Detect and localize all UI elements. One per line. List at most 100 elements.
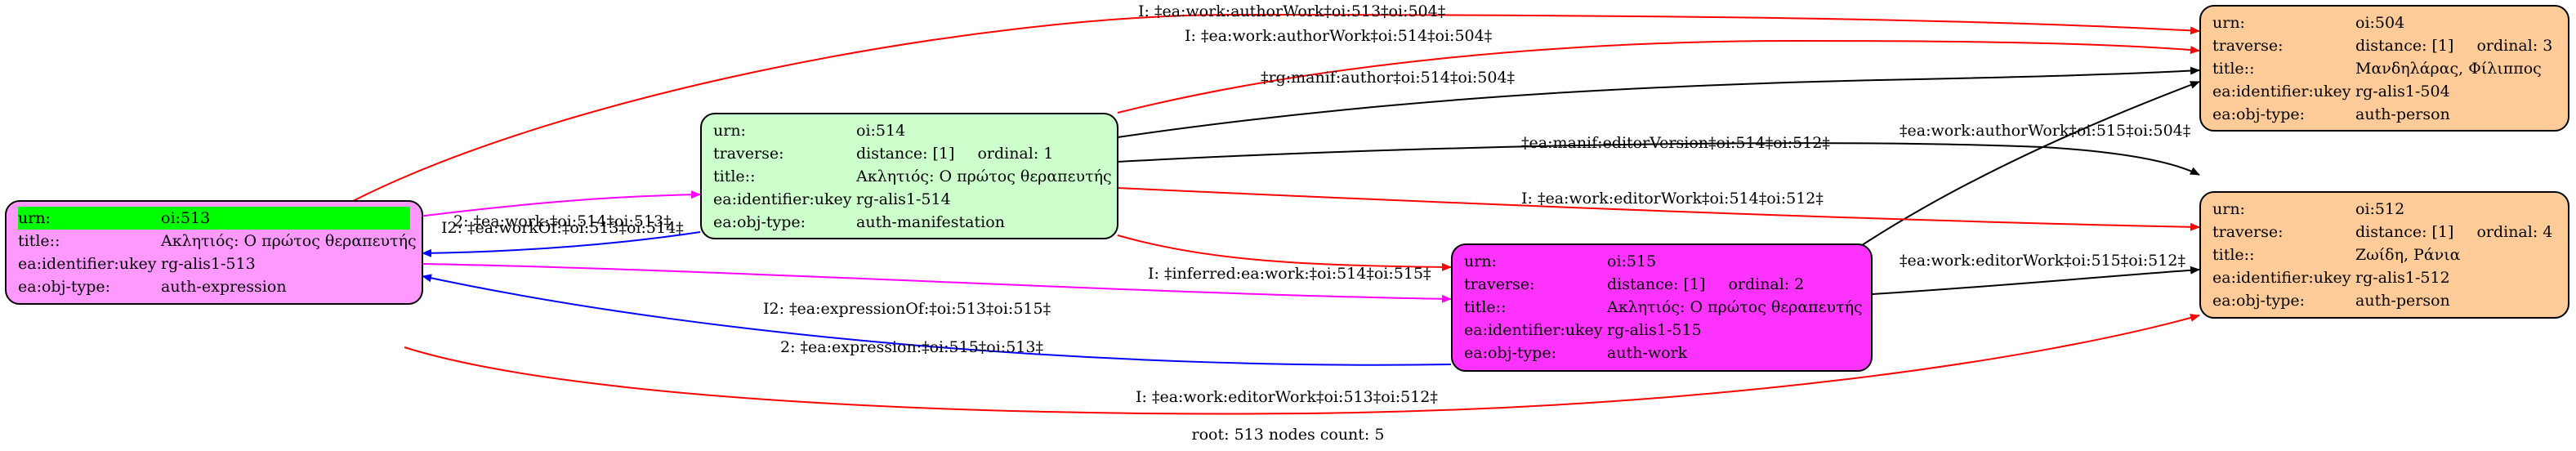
ordinal-value: ordinal: 4 xyxy=(2476,223,2553,241)
ordinal-value: ordinal: 1 xyxy=(977,145,1054,163)
node-512-title-row: title:: Ζωίδη, Ράνια xyxy=(2212,243,2556,266)
type-value: auth-work xyxy=(1607,344,1688,362)
node-oi-512[interactable]: urn: oi:512 traverse: distance: [1] ordin… xyxy=(2199,191,2569,319)
node-oi-504[interactable]: urn: oi:504 traverse: distance: [1]ordin… xyxy=(2199,5,2569,132)
urn-key: urn: xyxy=(18,207,161,230)
node-504-type-row: ea:obj-type: auth-person xyxy=(2212,103,2556,126)
node-513-ident-row: ea:identifier:ukey rg-alis1-513 xyxy=(18,252,410,275)
edge-e7 xyxy=(417,190,701,217)
edge-label-e12: 2: ‡ea:expression:‡oi:515‡oi:513‡ xyxy=(780,338,1043,356)
title-value: Ακλητιός: Ο πρώτος θεραπευτής xyxy=(856,167,1112,185)
edge-e11 xyxy=(422,263,1452,303)
node-515-type-row: ea:obj-type: auth-work xyxy=(1464,342,1859,364)
edge-e4 xyxy=(1117,142,2200,176)
traverse-key: traverse: xyxy=(713,145,784,163)
edge-label-e6: I: ‡ea:work:editorWork‡oi:514‡oi:512‡ xyxy=(1521,190,1824,208)
traverse-key: traverse: xyxy=(2212,223,2284,241)
edge-e2 xyxy=(1117,39,2200,114)
node-513-urn-row: urn: oi:513 xyxy=(18,207,410,230)
ident-key: ea:identifier:ukey xyxy=(2212,83,2351,100)
edge-e6 xyxy=(1117,187,2200,231)
distance-value: distance: [1] xyxy=(856,145,955,163)
title-value: Μανδηλάρας, Φίλιππος xyxy=(2355,60,2542,78)
type-key: ea:obj-type: xyxy=(2212,105,2306,123)
urn-key: urn: xyxy=(713,122,746,140)
title-key: title:: xyxy=(2212,60,2255,78)
node-515-urn-row: urn: oi:515 xyxy=(1464,250,1859,273)
edge-e1 xyxy=(350,13,2200,203)
node-513-title-row: title:: Ακλητιός: Ο πρώτος θεραπευτής xyxy=(18,230,417,252)
node-514-type-row: ea:obj-type: auth-manifestation xyxy=(713,211,1105,234)
title-key: title:: xyxy=(713,167,756,185)
edge-e3 xyxy=(1117,66,2200,138)
urn-value: oi:504 xyxy=(2355,14,2405,32)
edge-label-e4: ‡ea:manif:editorVersion‡oi:514‡oi:512‡ xyxy=(1521,134,1830,152)
urn-key: urn: xyxy=(1464,252,1497,270)
type-key: ea:obj-type: xyxy=(713,213,806,231)
node-514-title-row: title:: Ακλητιός: Ο πρώτος θεραπευτής xyxy=(713,165,1112,188)
title-value: Ακλητιός: Ο πρώτος θεραπευτής xyxy=(1607,298,1863,316)
title-key: title:: xyxy=(1464,298,1507,316)
ident-value: rg-alis1-504 xyxy=(2355,83,2450,100)
traverse-key: traverse: xyxy=(1464,275,1535,293)
edge-e8 xyxy=(422,231,701,257)
edge-label-e8-visible: 2: ‡ea:work:‡oi:514‡oi:513‡ xyxy=(453,212,672,230)
traverse-key: traverse: xyxy=(2212,37,2284,55)
title-key: title:: xyxy=(2212,246,2255,264)
distance-value: distance: [1] xyxy=(1607,275,1706,293)
urn-value: oi:514 xyxy=(856,122,906,140)
node-512-urn-row: urn: oi:512 xyxy=(2212,198,2556,221)
type-value: auth-person xyxy=(2355,292,2450,310)
node-504-urn-row: urn: oi:504 xyxy=(2212,11,2556,34)
ordinal-value: ordinal: 3 xyxy=(2476,37,2553,55)
edge-e12 xyxy=(422,274,1452,366)
ident-value: rg-alis1-515 xyxy=(1607,321,1702,339)
node-oi-513[interactable]: urn: oi:513 title:: Ακλητιός: Ο πρώτος θ… xyxy=(5,200,423,305)
type-value: auth-person xyxy=(2355,105,2450,123)
distance-value: distance: [1] xyxy=(2355,223,2454,241)
node-504-title-row: title:: Μανδηλάρας, Φίλιππος xyxy=(2212,57,2556,80)
node-512-type-row: ea:obj-type: auth-person xyxy=(2212,289,2556,312)
node-oi-514[interactable]: urn: oi:514 traverse: distance: [1] ordin… xyxy=(700,113,1118,239)
node-515-traverse-row: traverse: distance: [1] ordinal: 2 xyxy=(1464,273,1859,296)
ordinal-value: ordinal: 2 xyxy=(1728,275,1805,293)
type-value: auth-expression xyxy=(161,278,287,296)
node-513-type-row: ea:obj-type: auth-expression xyxy=(18,275,410,298)
node-515-title-row: title:: Ακλητιός: Ο πρώτος θεραπευτής xyxy=(1464,296,1863,319)
type-key: ea:obj-type: xyxy=(18,278,111,296)
urn-key: urn: xyxy=(2212,14,2245,32)
node-504-traverse-row: traverse: distance: [1]ordinal: 3 xyxy=(2212,34,2556,57)
urn-value: oi:513 xyxy=(161,207,410,230)
edge-e5 xyxy=(1854,81,2200,251)
edge-e13 xyxy=(404,314,2200,415)
title-value: Ακλητιός: Ο πρώτος θεραπευτής xyxy=(161,232,417,250)
edge-label-e5: ‡ea:work:authorWork‡oi:515‡oi:504‡ xyxy=(1900,122,2190,140)
urn-value: oi:515 xyxy=(1607,252,1657,270)
ident-key: ea:identifier:ukey xyxy=(713,190,852,208)
edge-label-e10: ‡ea:work:editorWork‡oi:515‡oi:512‡ xyxy=(1900,252,2185,270)
node-512-traverse-row: traverse: distance: [1] ordinal: 4 xyxy=(2212,221,2556,243)
node-oi-515[interactable]: urn: oi:515 traverse: distance: [1] ordin… xyxy=(1451,243,1873,372)
urn-key: urn: xyxy=(2212,200,2245,218)
edge-e10 xyxy=(1872,266,2200,295)
ident-value: rg-alis1-513 xyxy=(161,255,256,273)
type-key: ea:obj-type: xyxy=(1464,344,1557,362)
ident-key: ea:identifier:ukey xyxy=(1464,321,1603,339)
ident-value: rg-alis1-514 xyxy=(856,190,951,208)
edge-label-e7: I2: ‡ea:workOf:‡oi:513‡oi:514‡ xyxy=(441,219,684,237)
title-value: Ζωίδη, Ράνια xyxy=(2355,246,2461,264)
edge-label-e3: ‡rg:manif:author‡oi:514‡oi:504‡ xyxy=(1261,69,1515,87)
edge-e9 xyxy=(1117,234,1452,271)
edge-label-e13: I: ‡ea:work:editorWork‡oi:513‡oi:512‡ xyxy=(1136,388,1438,406)
graph-caption: root: 513 nodes count: 5 xyxy=(1191,426,1385,444)
edge-label-e1: I: ‡ea:work:authorWork‡oi:513‡oi:504‡ xyxy=(1138,2,1445,20)
node-514-traverse-row: traverse: distance: [1] ordinal: 1 xyxy=(713,142,1105,165)
node-504-ident-row: ea:identifier:ukey rg-alis1-504 xyxy=(2212,80,2556,103)
node-515-ident-row: ea:identifier:ukey rg-alis1-515 xyxy=(1464,319,1859,342)
edge-label-e11: I2: ‡ea:expressionOf:‡oi:513‡oi:515‡ xyxy=(763,300,1051,318)
edge-label-e2: I: ‡ea:work:authorWork‡oi:514‡oi:504‡ xyxy=(1185,27,1492,45)
type-key: ea:obj-type: xyxy=(2212,292,2306,310)
node-514-urn-row: urn: oi:514 xyxy=(713,119,1105,142)
edge-label-e9: I: ‡inferred:ea:work:‡oi:514‡oi:515‡ xyxy=(1148,265,1431,283)
